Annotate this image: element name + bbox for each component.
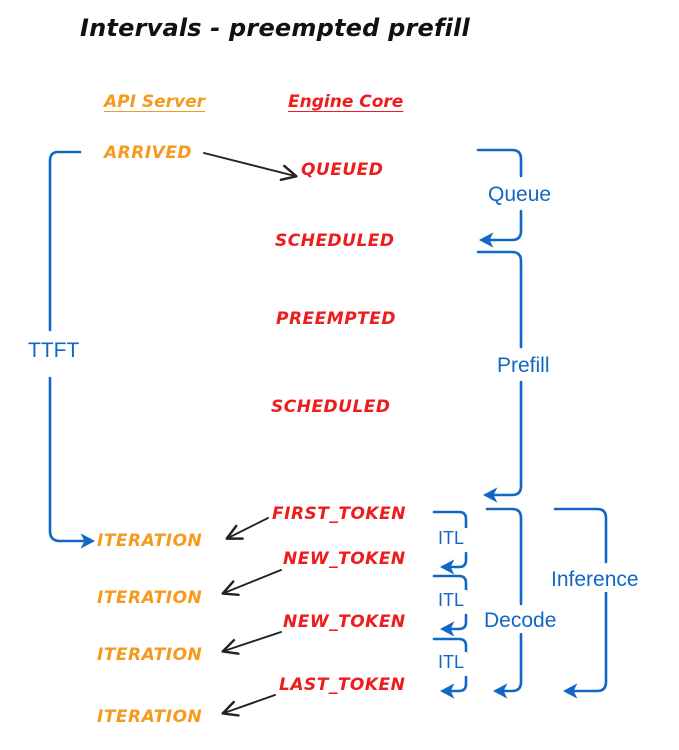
event-scheduled-1: SCHEDULED [275, 231, 395, 251]
event-arrived: ARRIVED [104, 143, 193, 163]
arrow-new-token-1-to-iteration [221, 569, 282, 597]
interval-label-decode: Decode [480, 609, 561, 633]
event-new-token-1: NEW_TOKEN [283, 549, 406, 569]
event-preempted: PREEMPTED [276, 309, 396, 329]
arrow-first-token-to-iteration [225, 517, 269, 540]
event-queued: QUEUED [301, 160, 384, 180]
inference-bracket-lower [562, 590, 608, 699]
queue-bracket-upper [476, 148, 523, 178]
event-iteration-4: ITERATION [97, 707, 203, 727]
itl-bracket-3-lower [439, 675, 468, 699]
arrow-new-token-2-to-iteration [221, 631, 282, 655]
event-first-token: FIRST_TOKEN [272, 504, 406, 524]
arrow-last-token-to-iteration [221, 694, 276, 717]
ttft-bracket-upper [48, 150, 82, 332]
interval-label-itl-2: ITL [435, 590, 468, 611]
interval-label-ttft: TTFT [24, 339, 84, 363]
ttft-bracket-lower [48, 376, 96, 549]
event-iteration-2: ITERATION [97, 588, 203, 608]
page-title: Intervals - preempted prefill [80, 14, 470, 42]
event-scheduled-2: SCHEDULED [271, 397, 391, 417]
itl-bracket-1-upper [432, 510, 468, 530]
event-new-token-2: NEW_TOKEN [283, 612, 406, 632]
interval-label-inference: Inference [547, 568, 643, 592]
decode-bracket-lower [492, 632, 523, 699]
queue-bracket-lower [478, 209, 523, 248]
decode-bracket-upper [485, 507, 523, 606]
column-header-api-server: API Server [104, 92, 206, 112]
event-iteration-1: ITERATION [97, 531, 203, 551]
interval-label-queue: Queue [484, 183, 556, 207]
event-last-token: LAST_TOKEN [279, 675, 406, 695]
column-header-engine-core: Engine Core [288, 92, 404, 112]
arrow-arrived-to-queued [203, 152, 298, 181]
itl-bracket-3-upper [432, 637, 468, 655]
event-iteration-3: ITERATION [97, 645, 203, 665]
itl-bracket-1-lower [439, 551, 468, 575]
inference-bracket-upper [553, 507, 608, 564]
interval-label-prefill: Prefill [493, 354, 554, 378]
interval-label-itl-1: ITL [435, 528, 468, 549]
interval-label-itl-3: ITL [435, 652, 468, 673]
prefill-bracket-lower [482, 380, 523, 503]
itl-bracket-2-lower [439, 613, 468, 637]
itl-bracket-2-upper [432, 574, 468, 593]
prefill-bracket-upper [476, 250, 523, 349]
